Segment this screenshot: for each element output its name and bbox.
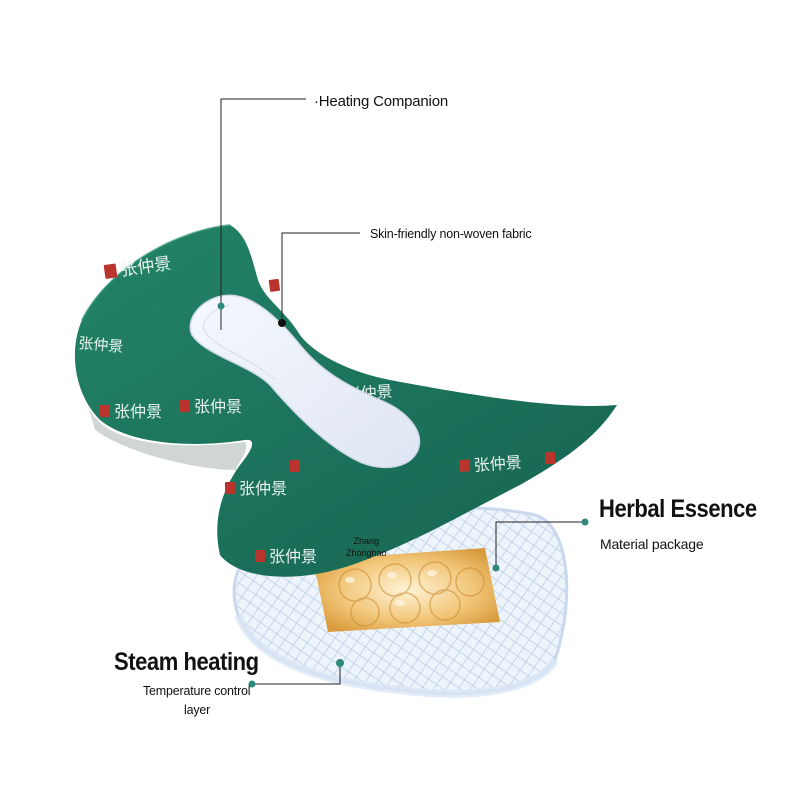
brand-print-text: 张仲景 (239, 479, 287, 498)
brand-print-text: 张仲景 (78, 334, 124, 356)
leader-herbal-essence (495, 521, 585, 568)
brand-print-text: 张仲景 (269, 547, 317, 566)
brand-print: 张仲景 (180, 397, 242, 416)
leader-heating-companion (220, 98, 306, 330)
label-herbal-essence: Herbal Essence (599, 495, 757, 523)
brand-print: 张仲景 (100, 402, 162, 421)
brand-latin-line2: Zhonghao (346, 548, 387, 558)
dot-heating-companion (217, 302, 225, 310)
label-temperature-control: Temperature control (143, 684, 251, 698)
brand-print-text: 张仲景 (194, 397, 242, 416)
brand-print (290, 460, 300, 472)
non-woven-pad (189, 294, 421, 469)
brand-print (268, 278, 281, 292)
brand-latin-line1: Zhang (353, 536, 380, 546)
label-skin-friendly-fabric: Skin-friendly non-woven fabric (370, 227, 532, 241)
herbal-material-package (313, 548, 500, 632)
leader-skin-friendly (281, 232, 360, 323)
dot-steam-heating-end (248, 680, 256, 688)
brand-latin-name: Zhang Zhonghao (346, 535, 387, 559)
dot-herbal-essence-end (581, 518, 589, 526)
mask-underside (88, 405, 247, 470)
label-temperature-control-layer: layer (184, 703, 211, 717)
brand-print-text: 张仲景 (473, 453, 522, 475)
leader-lines (220, 98, 585, 685)
label-steam-heating: Steam heating (114, 648, 259, 676)
leader-dots (217, 302, 589, 688)
brand-print: 张仲景 (459, 453, 522, 475)
brand-print-text: 张仲景 (114, 402, 162, 421)
label-material-package: Material package (600, 536, 704, 552)
brand-print (545, 452, 555, 464)
brand-print: 张仲景 (255, 547, 317, 566)
dot-skin-friendly (278, 319, 286, 327)
brand-print: 张仲景 (78, 334, 124, 356)
leader-steam-heating (252, 663, 341, 685)
dot-herbal-essence (492, 564, 500, 572)
brand-print: 张仲景 (225, 479, 287, 498)
dot-steam-heating (336, 659, 344, 667)
label-heating-companion: ·Heating Companion (314, 93, 448, 110)
